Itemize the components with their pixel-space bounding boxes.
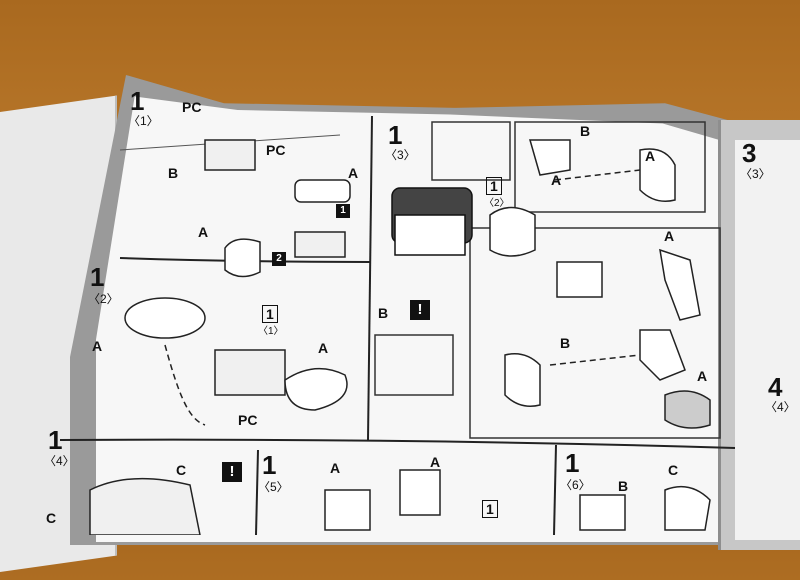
arrow-marker-2: 2 — [272, 252, 286, 266]
part-label-c11: C — [176, 462, 187, 478]
step-number-1-3: 1 — [388, 120, 403, 150]
step-number-1-1: 1 — [130, 86, 145, 116]
part-label-a25: A — [318, 340, 329, 356]
ref-step-1-1: 1 — [262, 305, 278, 323]
part-label-c-right: C — [668, 462, 679, 478]
part-label-a26: A — [92, 338, 103, 354]
ref-step-1-1-sub: 〈1〉 — [258, 326, 284, 337]
part-label-pcf-1: PC — [182, 99, 202, 115]
part-label-b3: B — [580, 123, 591, 139]
ref-step-1-2-sub: 〈2〉 — [484, 198, 510, 209]
part-label-b2: B — [560, 335, 571, 351]
step-sub-1-6: 〈6〉 — [560, 478, 591, 492]
step-sub-4: 〈4〉 — [765, 400, 796, 414]
caution-marker-2: ! — [222, 462, 242, 482]
part-label-b28: B — [378, 305, 389, 321]
step-sub-1-4: 〈4〉 — [44, 454, 75, 468]
part-label-c-bottom: C — [46, 510, 57, 526]
step-sub-1-1: 〈1〉 — [128, 114, 159, 128]
part-label-pcl: PC — [238, 412, 258, 428]
instruction-manual-photo: 1 〈1〉 1 〈2〉 1 〈3〉 1 〈4〉 1 〈5〉 1 〈6〉 3 〈3… — [0, 75, 800, 580]
part-label-a17: A — [645, 148, 656, 164]
step-number-4: 4 — [768, 372, 783, 402]
diagram-lines — [59, 115, 736, 535]
step-sub-3: 〈3〉 — [740, 167, 771, 181]
step-sub-1-2: 〈2〉 — [88, 292, 119, 306]
part-label-a21: A — [697, 368, 708, 384]
part-label-a30: A — [348, 165, 359, 181]
ref-step-bottom: 1 — [482, 500, 498, 518]
part-label-b-bottom: B — [618, 478, 629, 494]
part-label-a18-1: A — [551, 172, 562, 188]
ref-step-1-2: 1 — [486, 177, 502, 195]
arrow-marker-1: 1 — [336, 204, 350, 218]
right-page — [735, 140, 800, 540]
step-number-1-2: 1 — [90, 262, 105, 292]
step-sub-1-3: 〈3〉 — [385, 148, 416, 162]
step-sub-1-5: 〈5〉 — [258, 480, 289, 494]
part-label-pcf-2: PC — [266, 142, 286, 158]
step-number-1-5: 1 — [262, 450, 277, 480]
part-label-a-bottom-1: A — [330, 460, 341, 476]
step-number-1-6: 1 — [565, 448, 580, 478]
part-label-b1: B — [168, 165, 179, 181]
part-label-a18-2: A — [664, 228, 675, 244]
step-number-1-4: 1 — [48, 425, 63, 455]
part-label-a29: A — [198, 224, 209, 240]
step-number-3: 3 — [742, 138, 757, 168]
caution-marker: ! — [410, 300, 430, 320]
part-label-a-bottom-2: A — [430, 454, 441, 470]
